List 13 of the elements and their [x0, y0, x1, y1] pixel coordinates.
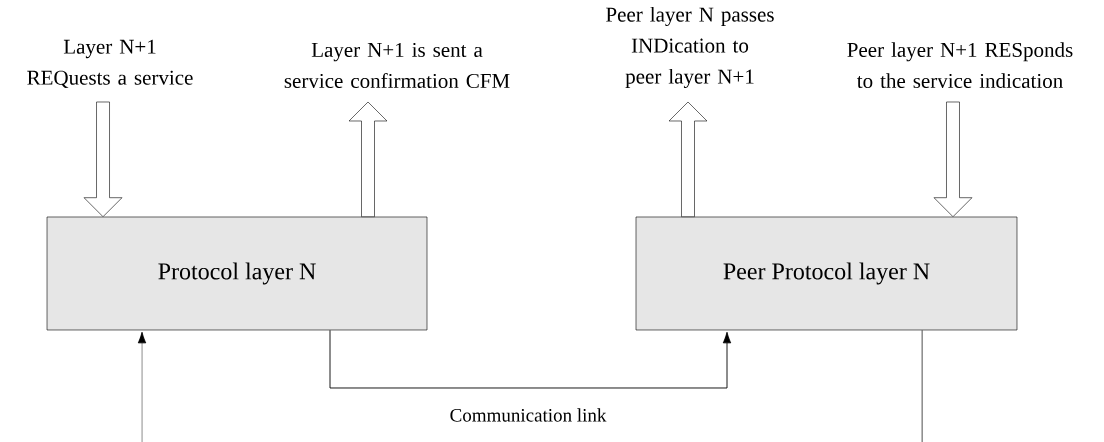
- annotation-text: Peer layer N+1 RESponds to the service indication: [847, 42, 1073, 88]
- line: [921, 329, 923, 442]
- annotation-text: Peer layer N passes INDication to peer layer N+1: [606, 6, 774, 88]
- annotation-text: Layer N+1 is sent a service confirmation CFM: [284, 42, 510, 88]
- block-arrow: [933, 101, 973, 217]
- arrow: [329, 329, 732, 389]
- layer-box: Peer Protocol layer N: [635, 216, 1018, 331]
- edge-label: Communication link: [447, 406, 609, 424]
- block-arrow: [348, 101, 388, 217]
- block-arrow: [668, 101, 708, 217]
- layer-box: Protocol layer N: [46, 216, 428, 331]
- annotation-text: Layer N+1 REQuests a service: [27, 39, 193, 88]
- block-arrow: [83, 101, 123, 217]
